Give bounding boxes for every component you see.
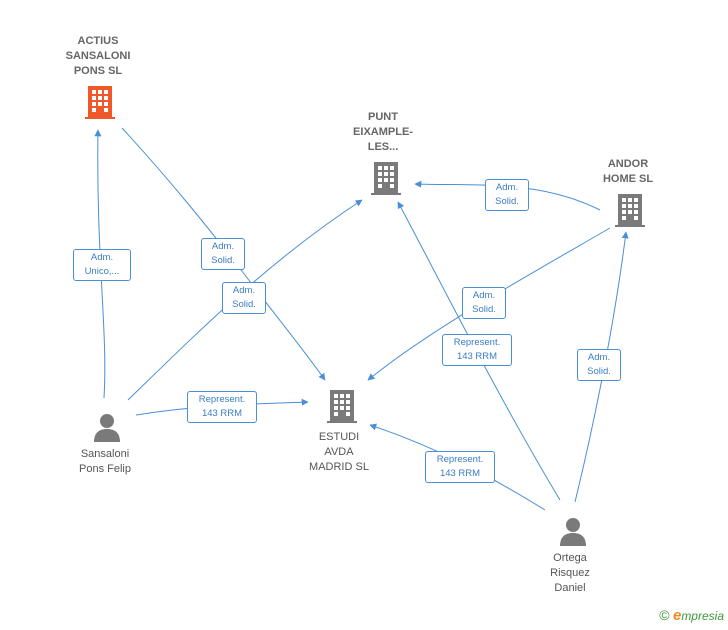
edge-label-sansaloni-actius[interactable]: Adm. Unico,... (73, 249, 131, 281)
empresia-logo: © empresia (659, 607, 724, 624)
building-icon-estudi[interactable] (326, 388, 358, 424)
node-label-andor: ANDOR HOME SL (602, 158, 654, 185)
edge-actius-estudi (121, 127, 326, 381)
node-label-actius: ACTIUS SANSALONI PONS SL (65, 35, 131, 77)
node-label-ortega: Ortega Risquez Daniel (550, 552, 590, 594)
building-icon-punt[interactable] (370, 160, 402, 196)
edge-label-ortega-andor[interactable]: Adm. Solid. (577, 349, 621, 381)
building-icon-andor[interactable] (614, 192, 646, 228)
person-icon-ortega[interactable] (558, 516, 588, 548)
edge-label-andor-punt[interactable]: Adm. Solid. (485, 179, 529, 211)
node-label-estudi: ESTUDI AVDA MADRID SL (309, 431, 369, 473)
edge-label-sansaloni-punt[interactable]: Adm. Solid. (222, 282, 266, 314)
edge-sansaloni-actius (94, 129, 106, 399)
brand-e-letter: e (672, 607, 682, 624)
edge-label-actius-estudi[interactable]: Adm. Solid. (201, 238, 245, 270)
edge-label-ortega-estudi[interactable]: Represent. 143 RRM (425, 451, 495, 483)
edge-label-sansaloni-estudi[interactable]: Represent. 143 RRM (187, 391, 257, 423)
copyright-symbol: © (659, 607, 670, 623)
edge-label-ortega-punt[interactable]: Represent. 143 RRM (442, 334, 512, 366)
building-icon-actius[interactable] (84, 84, 116, 120)
edge-label-andor-estudi[interactable]: Adm. Solid. (462, 287, 506, 319)
node-label-punt: PUNT EIXAMPLE- LES... (353, 111, 413, 153)
person-icon-sansaloni[interactable] (92, 412, 122, 444)
node-label-sansaloni: Sansaloni Pons Felip (79, 448, 131, 475)
brand-text: mpresia (681, 609, 724, 623)
